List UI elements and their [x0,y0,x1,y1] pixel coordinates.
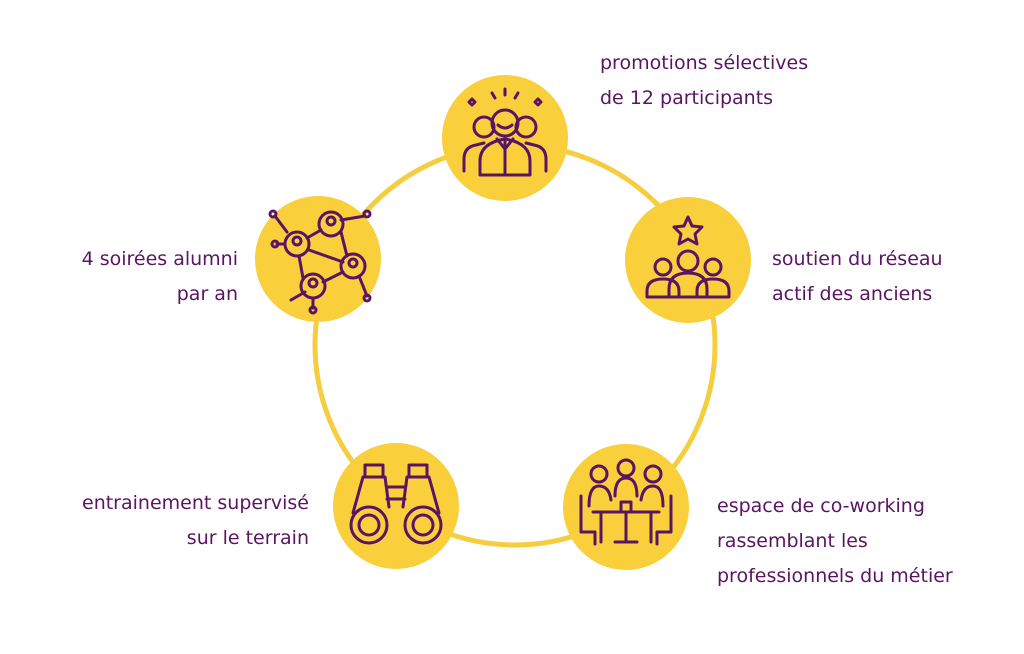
node-star-group [625,197,751,323]
label-meeting-table: espace de co-working rassemblant les pro… [717,489,953,594]
team-icon [462,87,548,177]
label-team: promotions sélectives de 12 participants [600,46,808,116]
label-line: promotions sélectives [600,52,809,74]
meeting-table-icon [579,458,673,546]
node-meeting-table [563,444,689,570]
label-line: de 12 participants [600,87,774,109]
binoculars-icon [349,463,443,545]
label-line: soutien du réseau [772,248,943,270]
label-line: par an [176,283,238,305]
network-icon [268,209,372,315]
label-binoculars: entrainement supervisé sur le terrain [82,486,309,556]
label-line: entrainement supervisé [82,492,309,514]
label-line: actif des anciens [772,283,933,305]
label-line: espace de co-working [717,495,925,517]
label-line: rassemblant les [717,530,868,552]
label-line: 4 soirées alumni [81,248,238,270]
label-line: sur le terrain [186,527,309,549]
node-binoculars [333,443,459,569]
star-group-icon [645,215,731,299]
node-team [442,75,568,201]
label-line: professionnels du métier [717,565,953,587]
node-network [255,196,381,322]
label-network: 4 soirées alumni par an [82,242,238,312]
label-star-group: soutien du réseau actif des anciens [772,242,943,312]
